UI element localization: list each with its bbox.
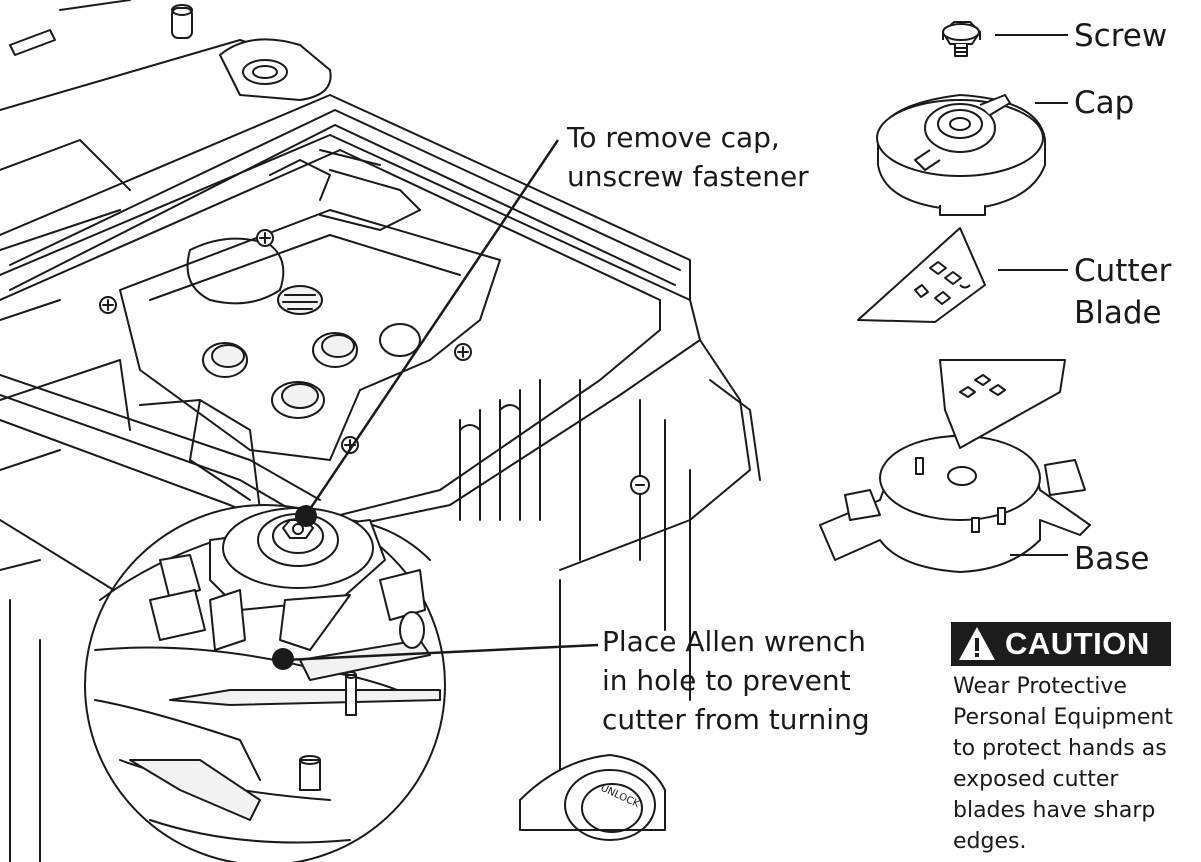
label-base: Base [1074, 541, 1150, 577]
screw-part [942, 21, 981, 57]
allen-wrench-leader [283, 643, 599, 662]
cap-part [876, 94, 1046, 216]
base-part [819, 359, 1091, 573]
callout-allen-wrench: Place Allen wrench in hole to prevent cu… [602, 625, 870, 736]
remove-cap-leader [304, 139, 560, 516]
caution-text: Wear Protective Personal Equipment to pr… [953, 674, 1173, 854]
label-cutter-blade: Cutter Blade [1074, 253, 1172, 331]
callout-remove-cap: To remove cap, unscrew fastener [567, 121, 809, 193]
label-screw: Screw [1074, 18, 1168, 54]
caution-banner: CAUTION [951, 622, 1171, 666]
warning-icon [959, 627, 995, 660]
cutter-blade-part [857, 227, 986, 323]
callout-leaders [283, 139, 599, 662]
allen-wrench-dot [272, 648, 294, 670]
label-cap: Cap [1074, 85, 1135, 121]
caution-title: CAUTION [1005, 626, 1150, 661]
remove-cap-dot [295, 505, 317, 527]
